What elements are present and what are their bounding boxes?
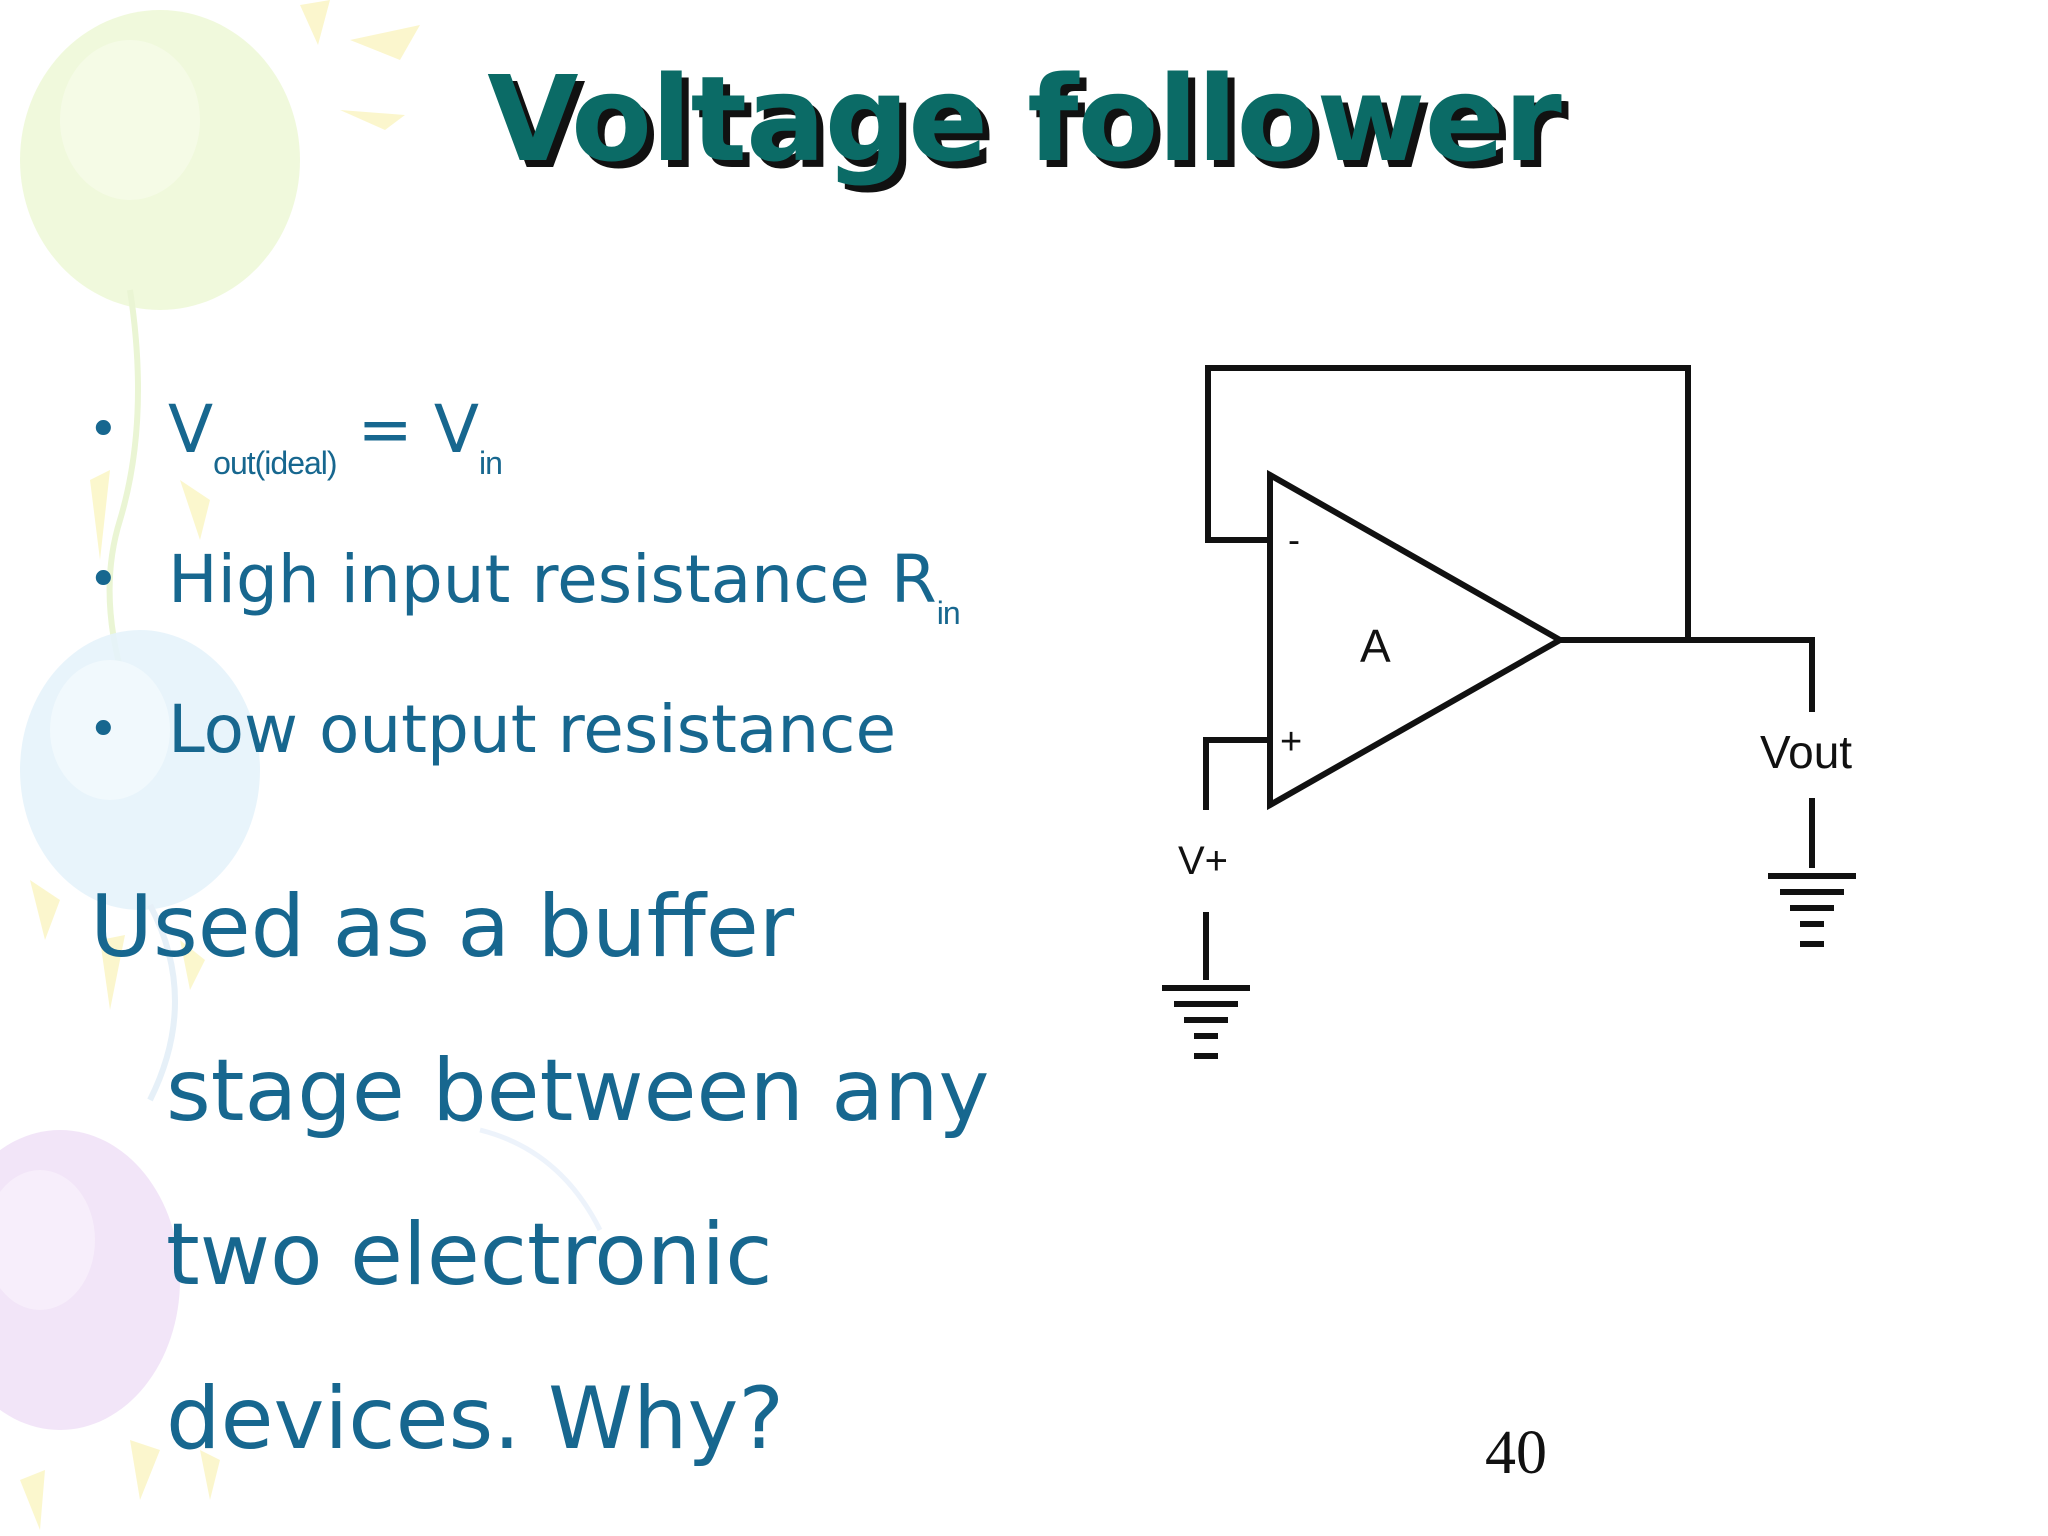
plus-label: + bbox=[1280, 721, 1302, 763]
bullet-text: Low output resistance bbox=[168, 691, 897, 768]
output-wire bbox=[1560, 637, 1815, 712]
subscript: in bbox=[478, 445, 503, 481]
ground-icon bbox=[1768, 873, 1856, 947]
amp-label: A bbox=[1360, 620, 1391, 672]
sparkle-rays bbox=[20, 0, 420, 1530]
paragraph-line: stage between any bbox=[166, 1041, 990, 1141]
feedback-wire bbox=[1205, 365, 1691, 640]
page-number: 40 bbox=[1485, 1419, 1547, 1487]
input-wire bbox=[1203, 737, 1270, 810]
opamp-triangle bbox=[1267, 469, 1567, 811]
paragraph-line: devices. Why? bbox=[166, 1369, 785, 1469]
bullet-text: High input resistance R bbox=[168, 541, 937, 618]
bullet-text: = V bbox=[336, 391, 479, 468]
ground-icon bbox=[1162, 985, 1250, 1059]
paragraph-line: Used as a buffer bbox=[90, 877, 795, 977]
bullet-dot: • bbox=[88, 550, 119, 610]
buffer-paragraph: Used as a buffer stage between any two e… bbox=[90, 845, 1120, 1501]
minus-label: - bbox=[1288, 519, 1300, 560]
output-label: Vout bbox=[1760, 726, 1852, 778]
voltage-follower-circuit: A - + V+ Vout bbox=[1162, 365, 1856, 1059]
bullet-dot: • bbox=[88, 700, 119, 760]
subscript: out(ideal) bbox=[213, 445, 337, 481]
bullet-dot: • bbox=[88, 400, 119, 460]
paragraph-line: two electronic bbox=[166, 1205, 773, 1305]
input-label: V+ bbox=[1178, 839, 1228, 883]
subscript: in bbox=[936, 595, 961, 631]
bullet-text: V bbox=[168, 391, 214, 468]
slide-title: Voltage follower bbox=[487, 50, 1562, 188]
